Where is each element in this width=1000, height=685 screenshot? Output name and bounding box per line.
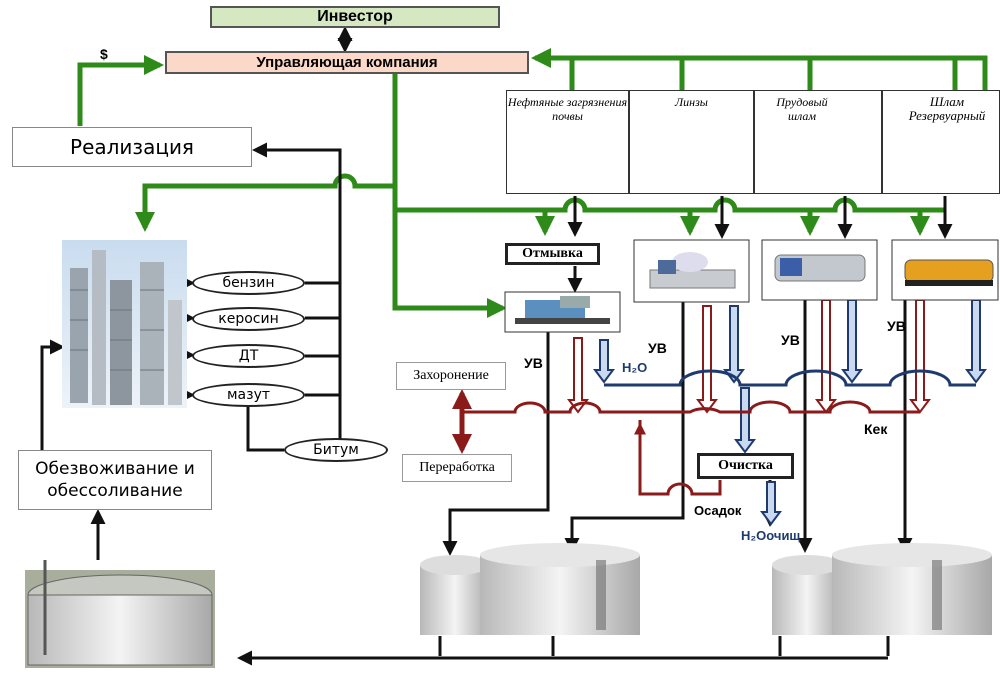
product-gasoline-label: бензин	[222, 275, 275, 291]
dehydration-label: Обезвоживание и обессоливание	[35, 459, 195, 501]
source-lenses-title: Линзы	[675, 95, 708, 109]
realization-label: Реализация	[70, 135, 194, 159]
investor-box: Инвестор	[210, 6, 500, 28]
processing-label: Переработка	[419, 460, 495, 475]
realization-box: Реализация	[12, 127, 252, 167]
source-lenses: Линзы	[629, 90, 754, 194]
hollow-arrows	[567, 299, 987, 526]
source-pond-sludge-title: Прудовый шлам	[776, 95, 828, 123]
burial-label: Захоронение	[413, 368, 489, 383]
uv-label-2: УВ	[648, 340, 667, 356]
separator-unit	[633, 239, 750, 303]
decanter-unit-1	[761, 239, 878, 301]
source-soil-pollution: Нефтяные загрязнения почвы	[506, 90, 629, 194]
product-bitumen: Битум	[284, 438, 388, 462]
money-label: $	[100, 46, 108, 62]
product-kerosene-label: керосин	[218, 311, 279, 327]
product-fuel-oil-label: мазут	[226, 387, 271, 403]
cleaning-box: Очистка	[697, 453, 794, 479]
processing-box: Переработка	[402, 454, 512, 482]
uv-label-1: УВ	[524, 355, 543, 371]
cleaning-label: Очистка	[718, 458, 773, 473]
company-label: Управляющая компания	[256, 54, 438, 71]
decanter-unit-2	[891, 239, 999, 301]
sediment-label: Осадок	[694, 503, 742, 518]
source-tank-sludge: Шлам Резервуарный	[882, 90, 1000, 194]
storage-tank-left	[25, 560, 215, 668]
product-diesel-label: ДТ	[238, 348, 259, 364]
clean-water-label: H₂Oочищ	[741, 528, 801, 543]
product-kerosene: керосин	[192, 307, 305, 331]
product-diesel: ДТ	[192, 344, 305, 368]
dehydration-box: Обезвоживание и обессоливание	[18, 450, 212, 510]
equipment	[504, 239, 999, 333]
tank-group-1	[420, 543, 640, 635]
source-soil-pollution-title: Нефтяные загрязнения почвы	[507, 95, 628, 123]
refinery-picture	[62, 240, 187, 408]
wash-unit	[504, 291, 621, 333]
wash-label: Отмывка	[522, 246, 583, 261]
product-fuel-oil: мазут	[192, 383, 305, 407]
tank-group-2	[772, 543, 992, 635]
cake-line	[452, 389, 920, 496]
water-line	[604, 369, 976, 387]
wash-box: Отмывка	[505, 243, 600, 265]
water-label: H₂O	[622, 360, 648, 375]
hollow-arrow-red	[567, 299, 931, 414]
uv-label-4: УВ	[887, 318, 906, 334]
cake-label: Кек	[864, 421, 888, 437]
source-pond-sludge: Прудовый шлам	[754, 90, 882, 194]
product-gasoline: бензин	[192, 271, 305, 295]
management-company-box: Управляющая компания	[165, 51, 529, 74]
investor-label: Инвестор	[317, 8, 393, 25]
bitumen-label: Битум	[313, 442, 359, 458]
source-tank-sludge-title: Шлам Резервуарный	[908, 94, 986, 123]
burial-box: Захоронение	[396, 362, 506, 390]
uv-label-3: УВ	[781, 332, 800, 348]
hollow-arrow-blue	[593, 299, 987, 526]
